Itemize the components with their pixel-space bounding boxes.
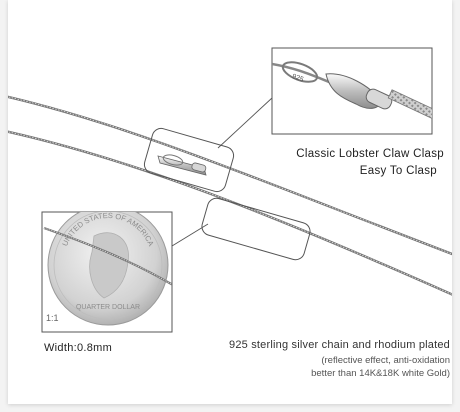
width-callout-frame bbox=[201, 197, 311, 261]
material-detail-line-2: better than 14K&18K white Gold) bbox=[311, 368, 450, 379]
clasp-connector bbox=[217, 97, 273, 149]
upper-chain bbox=[8, 95, 452, 256]
coin-panel: UNITED STATES OF AMERICA QUARTER DOLLAR bbox=[41, 211, 173, 333]
product-image-card: 925 UNITED STATES OF AMERICA QUARTER DOL… bbox=[8, 0, 452, 404]
clasp-subtitle: Easy To Clasp bbox=[359, 165, 437, 177]
chain-illustration: 925 UNITED STATES OF AMERICA QUARTER DOL… bbox=[8, 47, 452, 333]
scale-label: 1:1 bbox=[46, 313, 59, 323]
material-detail-line-1: (reflective effect, anti-oxidation bbox=[321, 355, 450, 366]
clasp-zoom-panel: 925 bbox=[271, 47, 433, 135]
width-label: Width:0.8mm bbox=[44, 342, 113, 354]
chain-clasp bbox=[157, 154, 207, 176]
coin-bottom-text: QUARTER DOLLAR bbox=[76, 304, 140, 311]
coin-connector bbox=[171, 223, 209, 247]
lower-chain bbox=[8, 130, 452, 296]
clasp-engraving: 925 bbox=[291, 73, 304, 84]
clasp-title: Classic Lobster Claw Clasp bbox=[296, 148, 444, 160]
material-description: 925 sterling silver chain and rhodium pl… bbox=[229, 339, 450, 351]
clasp-callout-frame bbox=[143, 127, 235, 193]
